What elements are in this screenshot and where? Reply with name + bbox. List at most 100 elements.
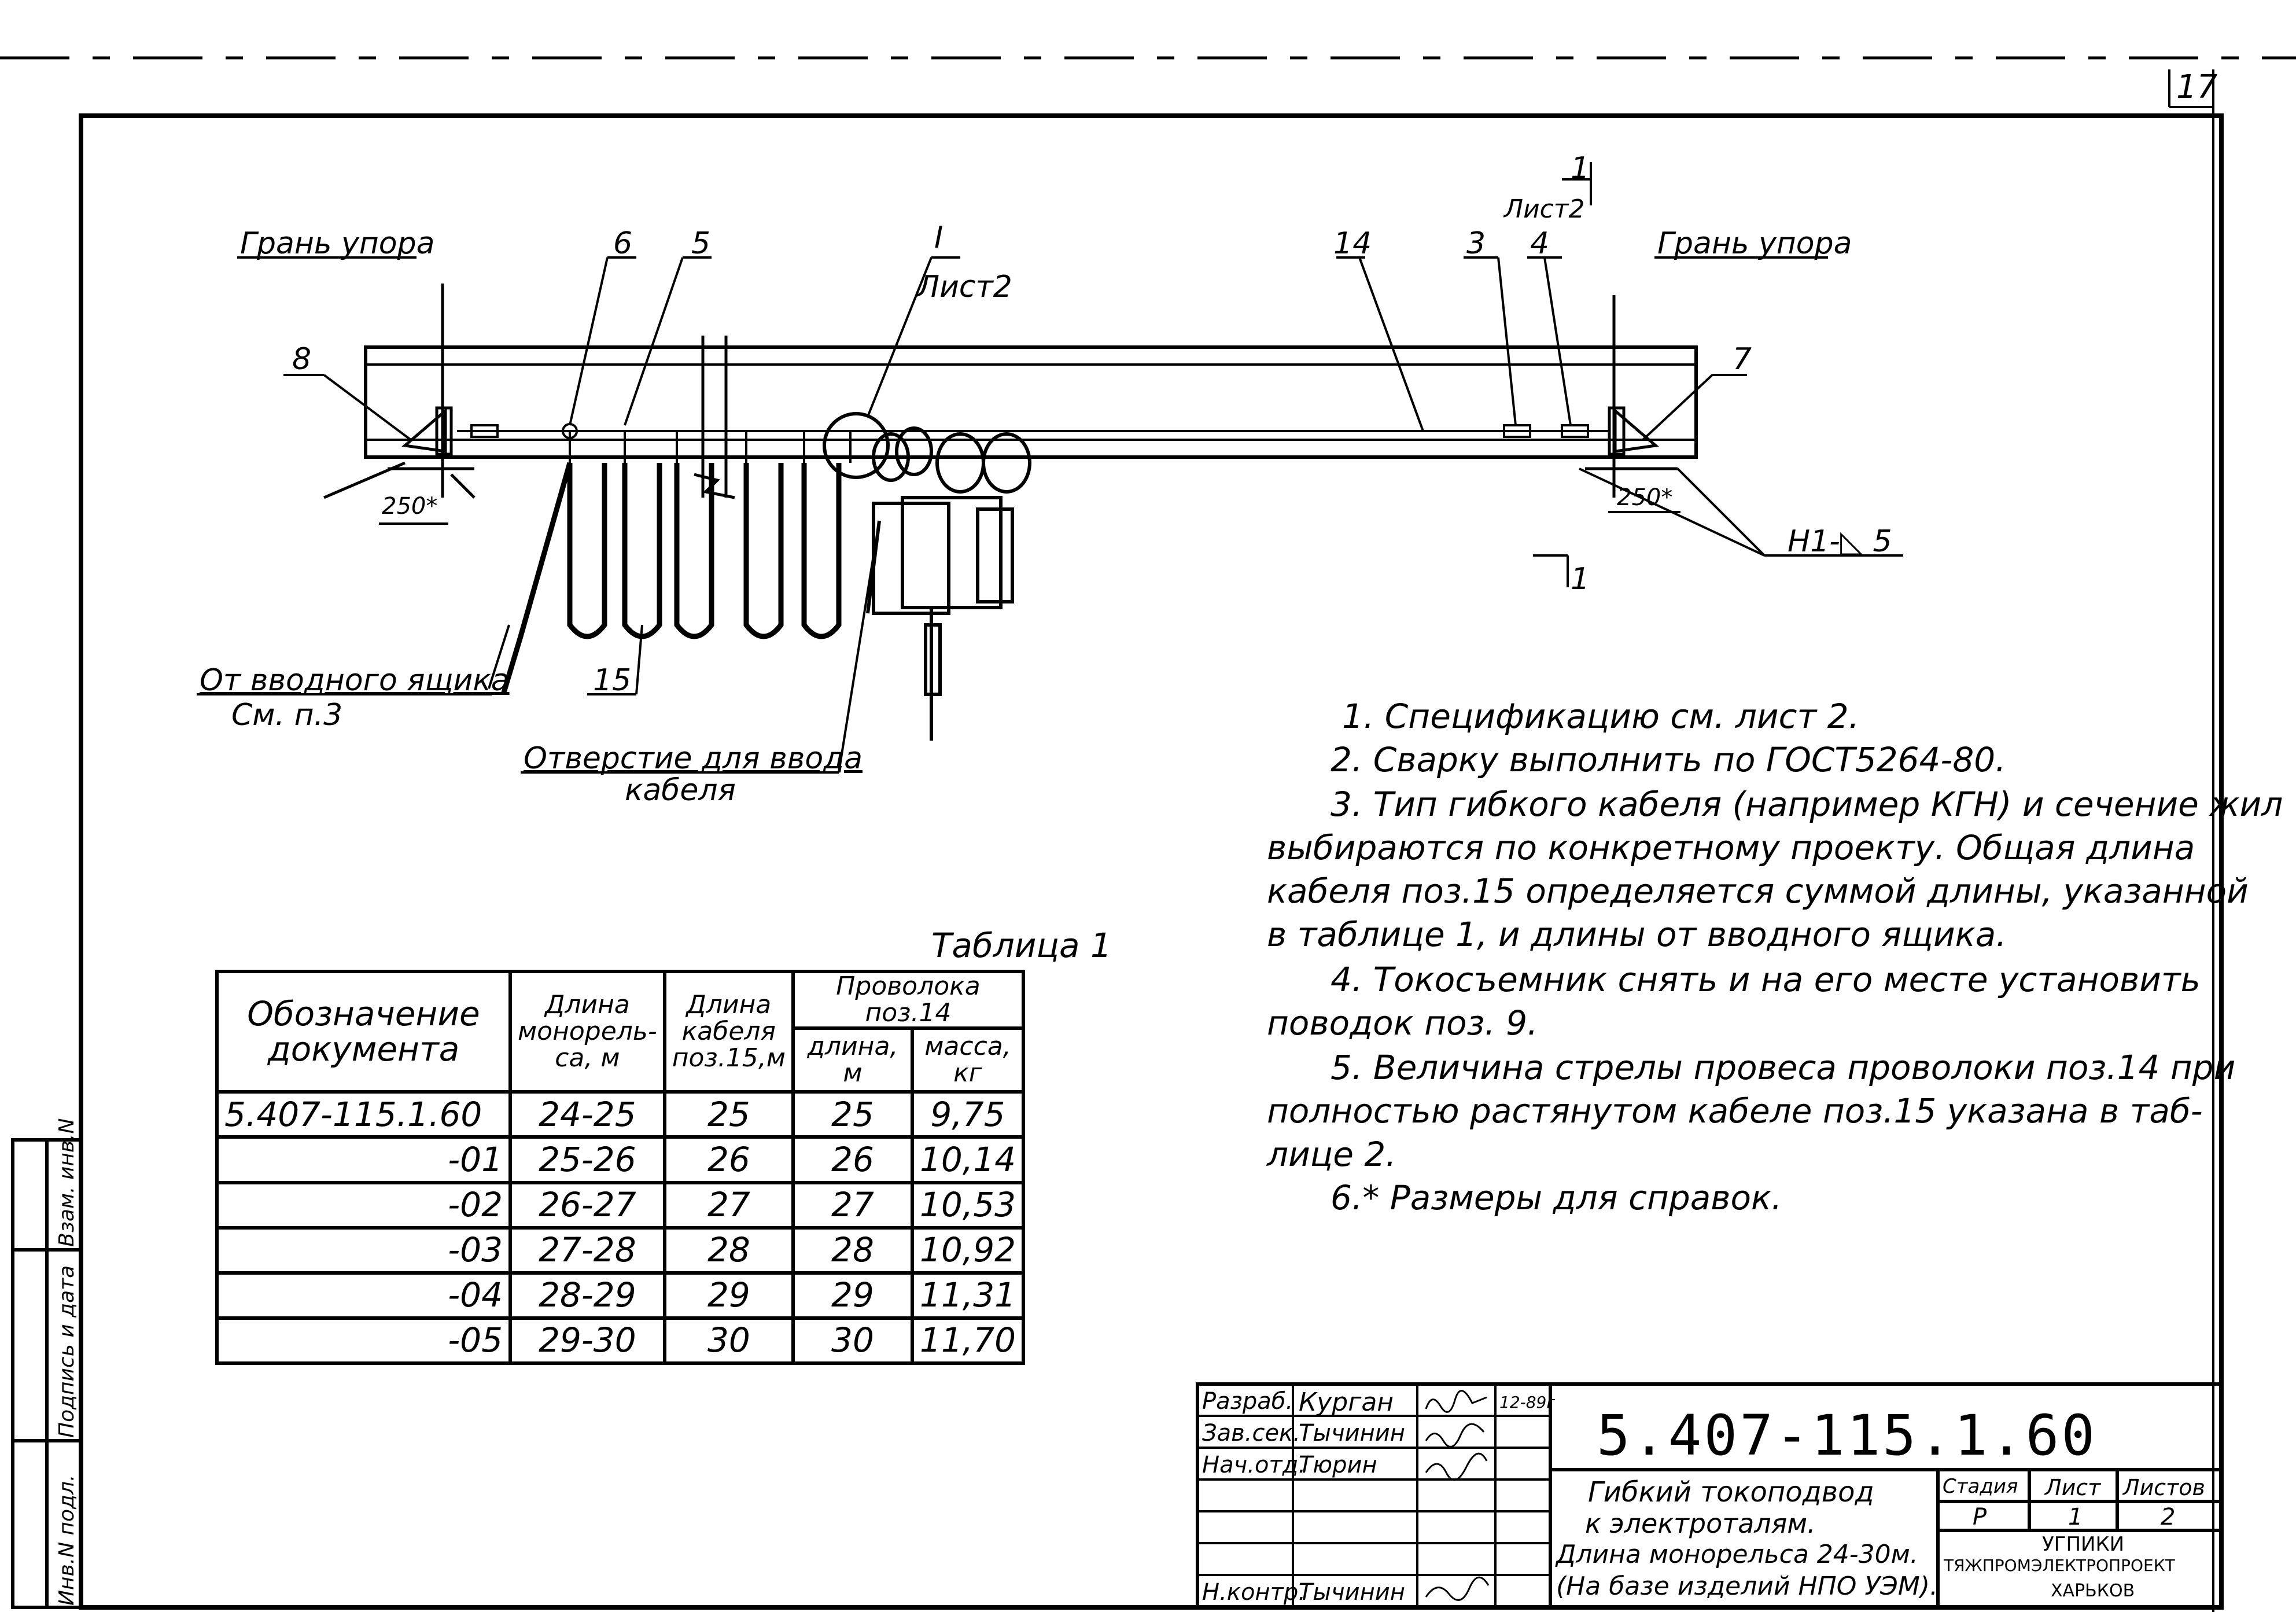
tb-stage-header: Стадия — [1943, 1475, 2018, 1498]
table-cell-cable: 28 — [662, 1225, 795, 1275]
table-cell-wire-length: 28 — [791, 1225, 914, 1275]
leader-lines — [197, 162, 1903, 774]
tb-title-4: (На базе изделий НПО УЭМ). — [1556, 1571, 1938, 1601]
table-cell-doc: -03 — [215, 1225, 512, 1275]
table1-header-wire-length: длина,м — [791, 1026, 914, 1094]
note-5: 5. Величина стрелы провеса проволоки поз… — [1331, 1048, 2236, 1087]
sheet-number: 17 — [2176, 68, 2218, 106]
wire-pos14 — [457, 424, 1608, 438]
tb-sheets-header: Листов — [2123, 1475, 2205, 1500]
side-stamp-inv: Инв.N подл. — [55, 1474, 79, 1606]
table1-header-wire-mass: масса,кг — [910, 1026, 1026, 1094]
table-row: -03 27-28 28 28 10,92 — [215, 1225, 1026, 1275]
table-cell-doc: -04 — [215, 1271, 512, 1320]
label-pos-8: 8 — [292, 342, 312, 377]
table-row: -05 29-30 30 30 11,70 — [215, 1316, 1026, 1366]
table-row: -02 26-27 27 27 10,53 — [215, 1180, 1026, 1230]
signature-3 — [1425, 1452, 1488, 1481]
label-weld-mark: H1-◺ 5 — [1788, 524, 1892, 559]
label-pos-7: 7 — [1733, 342, 1752, 377]
note-1: 1. Спецификацию см. лист 2. — [1342, 697, 1860, 736]
tb-name-3: Тюрин — [1299, 1452, 1377, 1478]
table-row: -01 25-26 26 26 10,14 — [215, 1135, 1026, 1184]
table-cell-rail: 28-29 — [508, 1271, 666, 1320]
left-stop — [323, 284, 476, 499]
label-cable-hole-2: кабеля — [625, 773, 736, 808]
table-cell-mass: 10,14 — [910, 1135, 1026, 1184]
table-cell-mass: 11,70 — [910, 1316, 1026, 1366]
signature-7 — [1425, 1576, 1490, 1601]
table-cell-rail: 25-26 — [508, 1135, 666, 1184]
label-pos-15: 15 — [593, 663, 632, 698]
signature-2 — [1425, 1423, 1485, 1448]
tb-title-3: Длина монорельса 24-30м. — [1556, 1540, 1918, 1569]
table-cell-doc: -02 — [215, 1180, 512, 1230]
table-cell-cable: 27 — [662, 1180, 795, 1230]
label-pos-6: 6 — [613, 226, 633, 261]
table-cell-wire-length: 25 — [791, 1090, 914, 1139]
table-cell-wire-length: 26 — [791, 1135, 914, 1184]
table-cell-mass: 9,75 — [910, 1090, 1026, 1139]
tb-role-3: Нач.отд. — [1202, 1452, 1306, 1478]
side-stamp-sign: Подпись и дата — [55, 1265, 79, 1438]
note-3: 3. Тип гибкого кабеля (например КГН) и с… — [1331, 785, 2283, 824]
tb-sheet-header: Лист — [2045, 1475, 2101, 1500]
table-cell-rail: 26-27 — [508, 1180, 666, 1230]
table-cell-wire-length: 27 — [791, 1180, 914, 1230]
label-from-box: От вводного ящика — [200, 663, 510, 698]
tb-name-2: Тычинин — [1299, 1420, 1405, 1447]
label-edge-stop-right: Грань упора — [1657, 226, 1852, 261]
signatures — [1425, 1390, 1490, 1601]
note-3-cont-1: выбираются по конкретному проекту. Общая… — [1267, 828, 2195, 867]
table-cell-rail: 27-28 — [508, 1225, 666, 1275]
tb-org-3: ХАРЬКОВ — [2051, 1581, 2135, 1601]
tb-title-1: Гибкий токоподвод — [1588, 1476, 1874, 1508]
label-section-1-top: 1 — [1571, 151, 1590, 186]
table-cell-doc: 5.407-115.1.60 — [215, 1090, 512, 1139]
right-stop — [1585, 295, 1678, 498]
cable-loops — [500, 462, 842, 695]
table-cell-rail: 24-25 — [508, 1090, 666, 1139]
table-cell-doc: -05 — [215, 1316, 512, 1366]
tb-stage: Р — [1973, 1504, 1987, 1530]
table-row: 5.407-115.1.60 24-25 25 25 9,75 — [215, 1090, 1026, 1139]
note-6: 6.* Размеры для справок. — [1331, 1178, 1782, 1217]
tb-title-2: к электроталям. — [1585, 1508, 1816, 1539]
label-detail-i: I — [934, 220, 944, 255]
label-edge-stop-left: Грань упора — [240, 226, 435, 261]
label-dim-right: 250* — [1617, 484, 1673, 511]
table-cell-rail: 29-30 — [508, 1316, 666, 1366]
tb-role-7: Н.контр. — [1202, 1579, 1306, 1606]
label-dim-left: 250* — [382, 493, 438, 520]
table-cell-cable: 25 — [662, 1090, 795, 1139]
side-stamp-inst: Взам. инв.N — [55, 1118, 79, 1247]
label-detail-sheet: Лист2 — [917, 270, 1012, 304]
table-cell-mass: 11,31 — [910, 1271, 1026, 1320]
label-pos-3: 3 — [1466, 226, 1486, 261]
note-5-cont-1: полностью растянутом кабеле поз.15 указа… — [1267, 1091, 2203, 1131]
table-cell-mass: 10,92 — [910, 1225, 1026, 1275]
table-cell-wire-length: 30 — [791, 1316, 914, 1366]
label-pos-14: 14 — [1333, 226, 1372, 261]
label-pos-5: 5 — [691, 226, 711, 261]
label-section-1-bottom: 1 — [1571, 562, 1590, 597]
tb-role-1: Разраб. — [1202, 1388, 1293, 1415]
note-3-cont-3: в таблице 1, и длины от вводного ящика. — [1267, 915, 2007, 954]
table-row: -04 28-29 29 29 11,31 — [215, 1271, 1026, 1320]
tb-date: 12-89г — [1499, 1393, 1556, 1412]
table-cell-doc: -01 — [215, 1135, 512, 1184]
tb-sheets: 2 — [2161, 1504, 2176, 1530]
label-section-sheet: Лист2 — [1504, 194, 1585, 224]
table1-header-wire: Проволока поз.14 — [791, 969, 1026, 1030]
tb-name-1: Курган — [1299, 1388, 1394, 1417]
tb-name-7: Тычинин — [1299, 1579, 1405, 1606]
label-cable-hole: Отверстие для ввода — [524, 741, 863, 776]
note-5-cont-2: лице 2. — [1267, 1135, 1396, 1174]
note-4: 4. Токосъемник снять и на его месте уста… — [1331, 960, 2201, 999]
signature-1 — [1425, 1390, 1487, 1413]
